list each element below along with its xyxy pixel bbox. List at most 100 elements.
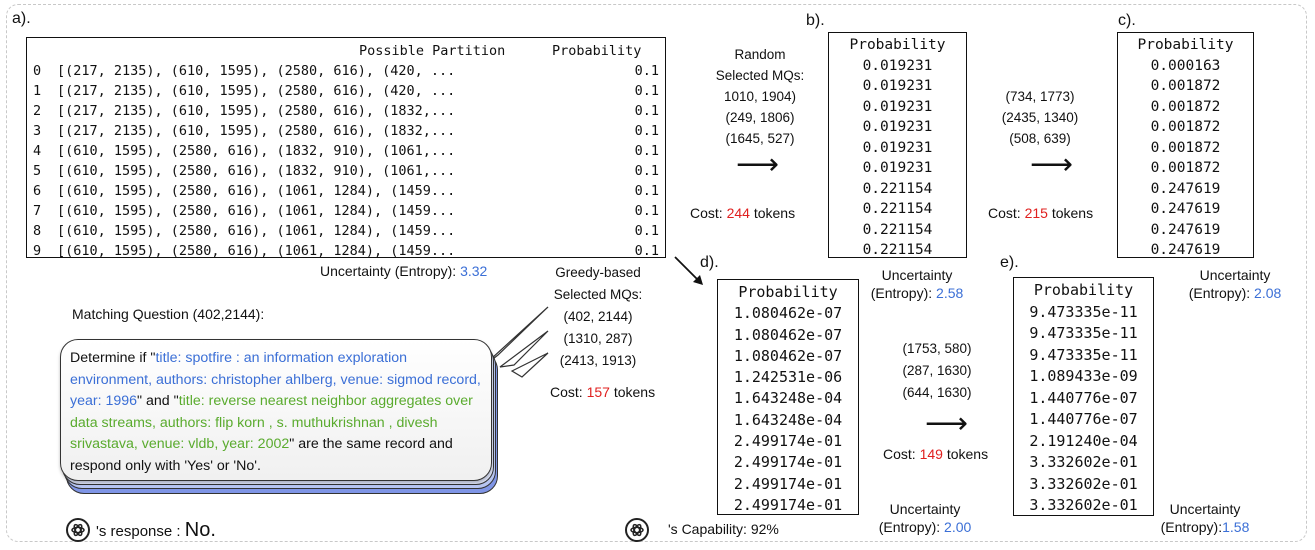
row-partition: [(610, 1595), (2580, 616), (1061, 1284),… [57, 183, 456, 199]
row-index: 7 [33, 203, 42, 219]
uncertainty-b-value: 2.58 [936, 285, 964, 301]
question-text: " and " [137, 393, 179, 409]
panel-label-a: a). [12, 10, 31, 27]
probability-value: 2.499174e-01 [733, 453, 843, 472]
response-value: No. [184, 519, 216, 541]
row-probability: 0.1 [634, 83, 659, 99]
probability-value: 0.019231 [862, 139, 933, 156]
probability-value: 0.221154 [862, 221, 933, 238]
uncertainty-d-label: Uncertainty [889, 501, 961, 517]
uncertainty-b: Uncertainty (Entropy): 2.58 [862, 266, 972, 302]
greedy-cost: Cost: 157 tokens [550, 384, 655, 400]
greedy-mq-item: (1310, 287) [563, 331, 633, 346]
greedy-mqs-title-2: Selected MQs: [553, 287, 643, 302]
probability-value: 1.440776e-07 [1029, 388, 1138, 407]
probability-value: 1.643248e-04 [733, 389, 843, 408]
row-partition: [(610, 1595), (2580, 616), (1061, 1284),… [57, 243, 456, 259]
row-partition: [(610, 1595), (2580, 616), (1832, 910), … [57, 143, 456, 159]
random-mq-item: 1010, 1904) [723, 89, 797, 104]
uncertainty-b-label: Uncertainty [881, 267, 953, 283]
random-mq-item: (1645, 527) [725, 131, 795, 146]
random-mqs: Random Selected MQs: 1010, 1904) (249, 1… [690, 44, 830, 149]
probability-value: 0.247619 [1150, 242, 1221, 258]
greedy-mqs: Greedy-based Selected MQs: (402, 2144) (… [538, 262, 658, 372]
greedy-mq-item: (2413, 1913) [559, 353, 637, 368]
long-right-arrow-icon: ⟶ [736, 148, 780, 181]
probability-value: 0.019231 [862, 98, 933, 115]
row-index: 1 [33, 83, 42, 99]
record-1-text: title: spotfire : an information explora… [70, 350, 481, 409]
probability-value: 0.247619 [1150, 201, 1221, 217]
row-probability: 0.1 [634, 183, 659, 199]
uncertainty-c-label: Uncertainty [1199, 267, 1271, 283]
cost-value: 157 [586, 384, 610, 400]
de-mqs: (1753, 580) (287, 1630) (644, 1630) [882, 338, 992, 404]
random-cost: Cost: 244 tokens [690, 205, 795, 221]
row-probability: 0.1 [634, 123, 659, 139]
probability-value: 0.221154 [862, 242, 933, 258]
probability-value: 0.019231 [862, 78, 933, 94]
bc-cost: Cost: 215 tokens [988, 205, 1093, 221]
row-partition: [(610, 1595), (2580, 616), (1832, 910), … [57, 163, 456, 179]
callout-pointers [479, 306, 549, 378]
greedy-mq-item: (402, 2144) [563, 309, 633, 324]
row-partition: [(217, 2135), (610, 1595), (2580, 616), … [57, 63, 456, 79]
uncertainty-d-label-2: (Entropy): [878, 519, 945, 535]
row-index: 5 [33, 163, 42, 179]
row-probability: 0.1 [634, 243, 659, 259]
probability-value: 0.001872 [1150, 160, 1221, 176]
row-partition: [(217, 2135), (610, 1595), (2580, 616), … [57, 83, 456, 99]
probability-value: 9.473335e-11 [1029, 345, 1138, 364]
cost-value: 215 [1024, 205, 1048, 221]
uncertainty-c-value: 2.08 [1254, 285, 1282, 301]
uncertainty-b-label-2: (Entropy): [870, 285, 937, 301]
uncertainty-a-value: 3.32 [460, 263, 488, 279]
probability-value: 0.000163 [1150, 57, 1221, 74]
header-probability: Probability [552, 43, 642, 59]
cost-suffix: tokens [942, 446, 989, 462]
openai-logo-icon [66, 518, 90, 542]
probability-header: Probability [1137, 37, 1234, 53]
row-index: 0 [33, 63, 42, 79]
diagonal-arrow-icon [674, 256, 703, 285]
probability-value: 3.332602e-01 [1029, 474, 1138, 493]
probability-value: 1.080462e-07 [733, 325, 843, 344]
question-text: " are the same record and respond only w… [70, 436, 453, 474]
cost-suffix: tokens [1047, 205, 1094, 221]
cost-suffix: tokens [749, 205, 796, 221]
random-mqs-title-1: Random [734, 47, 786, 62]
bc-mq-item: (508, 639) [1009, 131, 1071, 146]
record-2-text: title: reverse nearest neighbor aggregat… [70, 393, 473, 452]
uncertainty-c-label-2: (Entropy): [1188, 285, 1255, 301]
probability-value: 2.191240e-04 [1029, 431, 1138, 450]
probability-value: 0.221154 [862, 180, 933, 197]
probability-value: 0.001872 [1150, 78, 1221, 94]
openai-logo-icon [625, 518, 649, 542]
probability-value: 0.247619 [1150, 180, 1221, 197]
bc-mq-item: (734, 1773) [1005, 89, 1075, 104]
row-partition: [(610, 1595), (2580, 616), (1061, 1284),… [57, 203, 456, 219]
long-right-arrow-icon: ⟶ [1030, 148, 1074, 181]
probability-value: 1.080462e-07 [733, 346, 843, 365]
probability-value: 1.643248e-04 [733, 410, 843, 429]
cost-value: 244 [726, 205, 750, 221]
probability-value: 2.499174e-01 [733, 495, 843, 514]
row-probability: 0.1 [634, 143, 659, 159]
cost-value: 149 [919, 446, 943, 462]
partition-table: Possible Partition Probability 0[(217, 2… [26, 37, 666, 259]
probability-value: 3.332602e-01 [1029, 496, 1138, 514]
probability-header: Probability [849, 37, 946, 53]
panel-label-e: e). [1000, 254, 1019, 271]
cost-prefix: Cost: [550, 384, 587, 400]
probability-header: Probability [1033, 281, 1134, 299]
probability-value: 1.242531e-06 [733, 368, 843, 387]
de-mq-item: (287, 1630) [902, 363, 972, 378]
de-mq-item: (644, 1630) [902, 385, 972, 400]
row-index: 9 [33, 243, 42, 259]
